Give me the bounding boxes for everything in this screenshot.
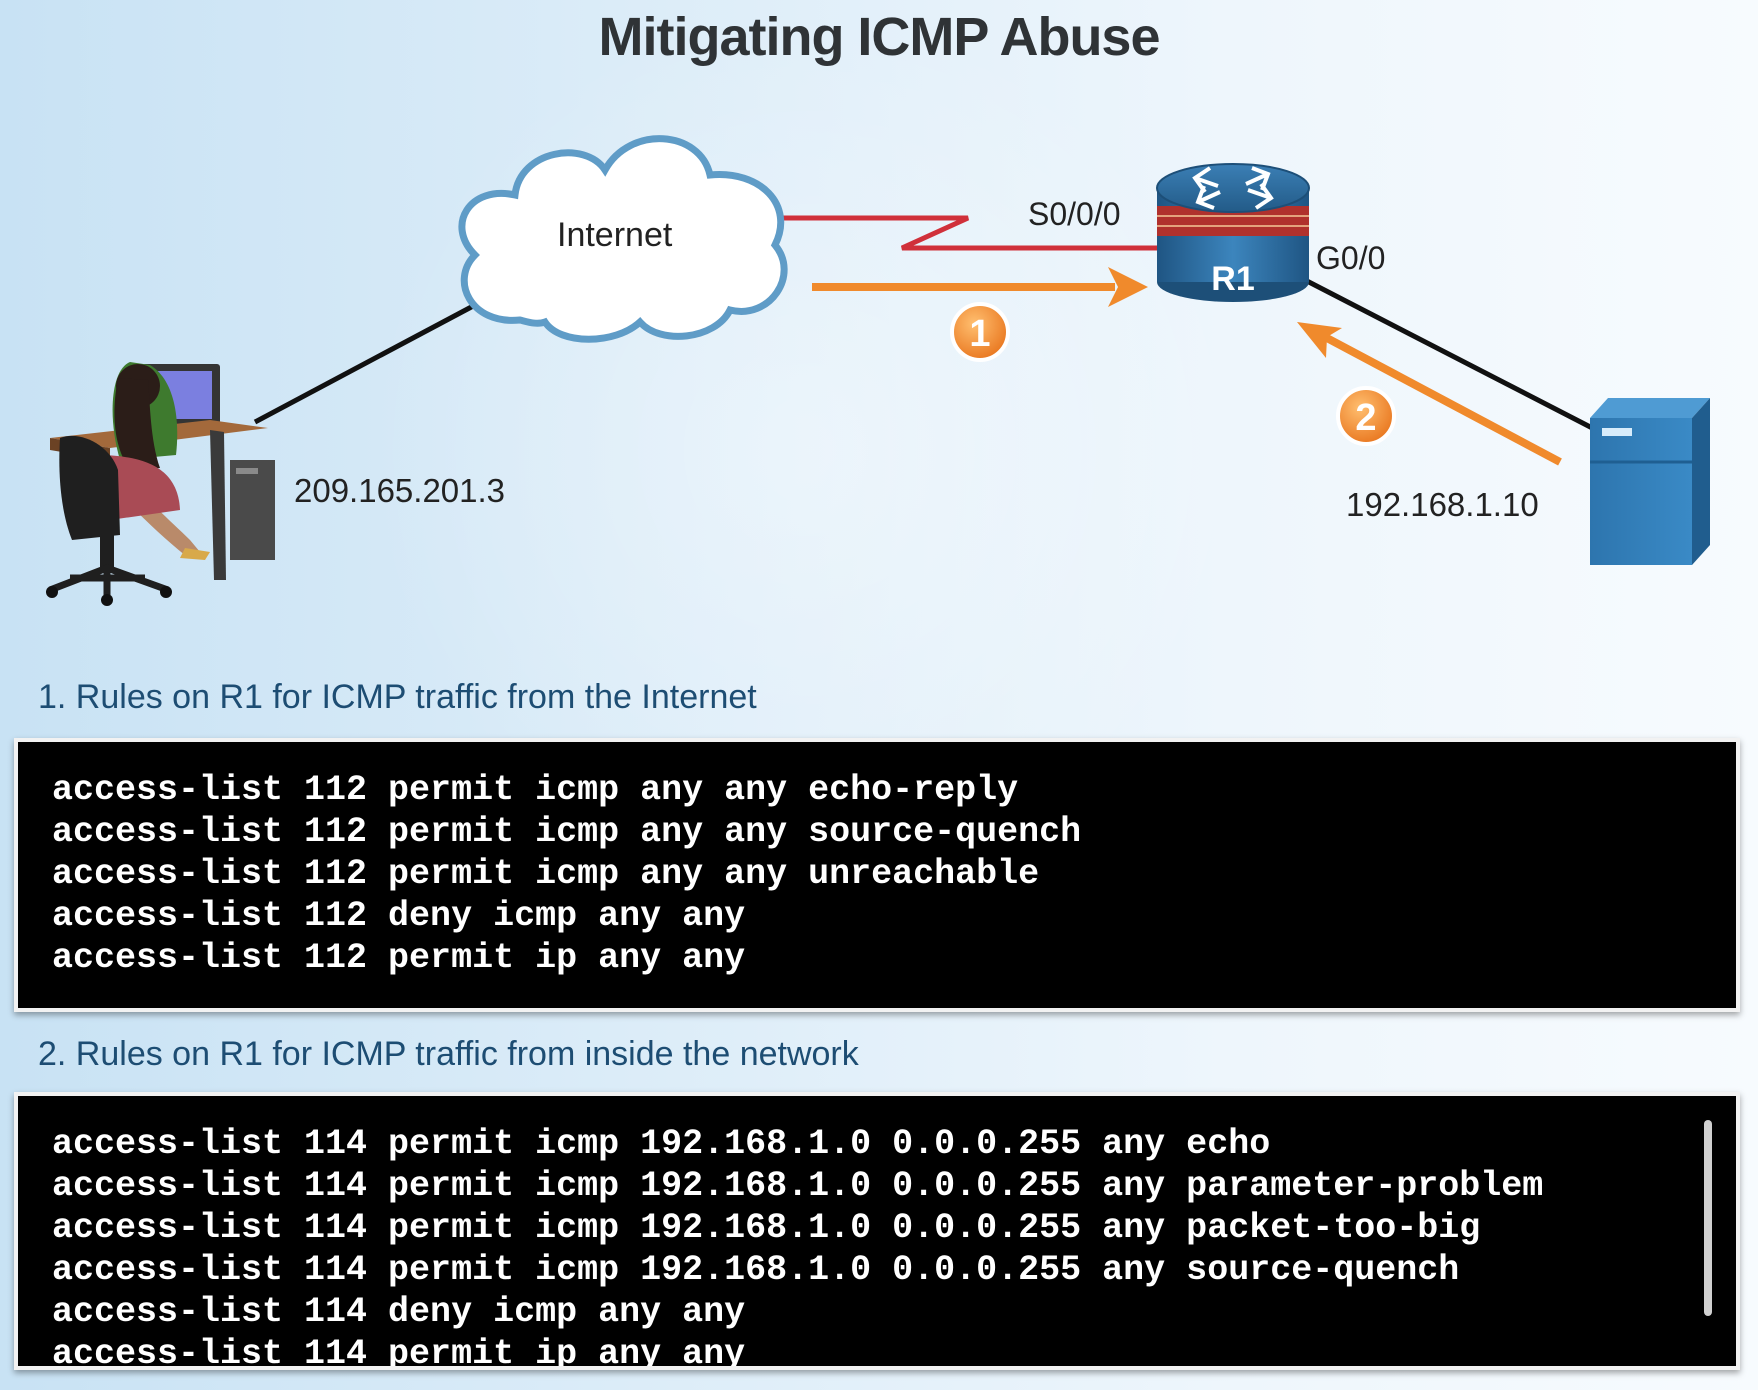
acl-114-line: access-list 114 permit icmp 192.168.1.0 …	[52, 1124, 1271, 1164]
acl-112-line: access-list 112 permit icmp any any unre…	[52, 854, 1040, 894]
acl-112-line: access-list 112 permit icmp any any echo…	[52, 770, 1019, 810]
network-diagram: 1 2 R1	[46, 135, 1710, 606]
section-1-heading: 1. Rules on R1 for ICMP traffic from the…	[38, 678, 757, 716]
internet-cloud-label: Internet	[557, 216, 673, 254]
acl-112-line: access-list 112 permit icmp any any sour…	[52, 812, 1082, 852]
user-workstation-icon	[46, 362, 275, 606]
acl-112-line: access-list 112 deny icmp any any	[52, 896, 746, 936]
pc-internet-link	[253, 293, 494, 425]
step-1-badge: 1	[950, 302, 1010, 362]
server-icon	[1590, 398, 1710, 565]
router-server-link	[1303, 277, 1602, 435]
acl-114-line: access-list 114 permit icmp 192.168.1.0 …	[52, 1208, 1481, 1248]
page-title: Mitigating ICMP Abuse	[598, 7, 1160, 67]
server-ip-label: 192.168.1.10	[1346, 486, 1539, 523]
pc-ip-label: 209.165.201.3	[294, 472, 506, 509]
gig-interface-label: G0/0	[1316, 240, 1386, 276]
router-icon: R1	[1156, 163, 1310, 302]
arrow-2-icon	[1297, 322, 1562, 466]
svg-text:2: 2	[1355, 397, 1376, 439]
acl-114-line: access-list 114 permit icmp 192.168.1.0 …	[52, 1250, 1460, 1290]
acl-112-console: access-list 112 permit icmp any any echo…	[14, 738, 1740, 1012]
internet-cloud-icon	[458, 135, 788, 343]
arrow-1-icon	[812, 267, 1148, 307]
step-2-badge: 2	[1336, 386, 1396, 446]
serial-interface-label: S0/0/0	[1028, 196, 1121, 232]
svg-text:1: 1	[969, 313, 990, 355]
acl-114-console: access-list 114 permit icmp 192.168.1.0 …	[14, 1092, 1740, 1370]
acl-114-line: access-list 114 deny icmp any any	[52, 1292, 746, 1332]
acl-114-line: access-list 114 permit icmp 192.168.1.0 …	[52, 1166, 1544, 1206]
console-scrollbar[interactable]	[1704, 1120, 1712, 1316]
section-2-heading: 2. Rules on R1 for ICMP traffic from ins…	[38, 1035, 859, 1073]
serial-link	[782, 215, 1160, 251]
svg-text:R1: R1	[1211, 260, 1254, 298]
acl-114-line: access-list 114 permit ip any any	[52, 1334, 746, 1370]
acl-112-line: access-list 112 permit ip any any	[52, 938, 746, 978]
